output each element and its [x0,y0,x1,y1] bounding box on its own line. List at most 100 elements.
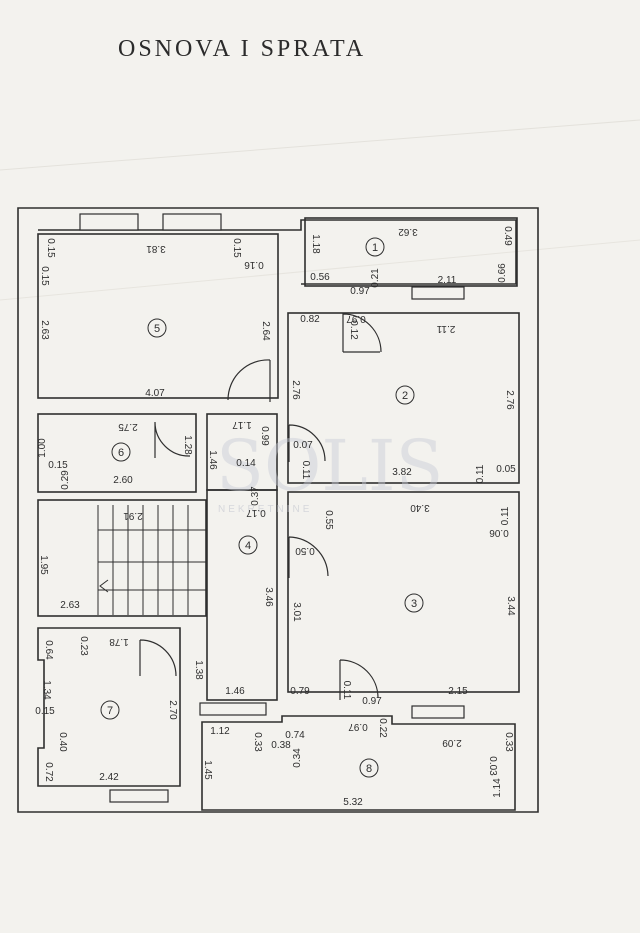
dimension-label: 0.15 [48,460,68,471]
dimension-label: 1.46 [225,686,245,697]
dimension-label: 3.82 [392,467,412,478]
dimension-label: 3.01 [291,602,302,622]
room-number-3: 3 [411,598,417,610]
dimension-label: 0.74 [285,730,305,741]
watermark-brand: SOLIS [216,425,443,507]
dimension-label: 2.09 [442,737,462,748]
dimension-label: 0.56 [310,272,330,283]
dimension-label: 1.17 [232,419,252,430]
window [411,705,465,719]
dimension-label: 0.29 [60,470,71,490]
room-number-2: 2 [402,390,408,402]
dimension-label: 0.06 [489,527,509,538]
dimension-label: 0.11 [500,506,511,525]
dimension-label: 5.32 [343,797,363,808]
paper-crease [0,239,640,301]
dimension-label: 0.50 [295,545,315,556]
dimension-label: 0.64 [43,640,54,660]
door-swing [339,659,379,700]
room-4-walls [206,489,278,701]
room-marker-7 [100,700,120,720]
stair-arrow [99,579,109,593]
dimension-label: 2.15 [448,686,468,697]
dimension-label: 2.76 [504,390,515,410]
room-number-5: 5 [154,323,160,335]
dimension-label: 1.12 [210,726,230,737]
dimension-label: 0.79 [290,686,310,697]
dimension-label: 2.76 [290,380,301,400]
dimension-label: 2.11 [436,323,455,334]
dimension-label: 0.34 [292,748,303,768]
dimension-label: 0.33 [252,732,263,752]
room-marker-4 [238,535,258,555]
dimension-label: 1.45 [202,760,213,780]
room-marker-6 [111,442,131,462]
dimension-label: 0.15 [39,266,50,286]
window [199,702,267,716]
dimension-label: 0.38 [271,740,291,751]
room-number-1: 1 [372,242,378,254]
dimension-label: 2.70 [167,700,178,720]
dimension-label: 2.91 [123,510,143,521]
room-2-walls [287,312,520,484]
dimension-label: 1.95 [38,555,49,575]
dimension-label: 1.28 [182,435,193,455]
watermark-sub: NEKRETNINE [218,504,312,515]
dimension-label: 0.82 [300,314,320,325]
dimension-label: 0.22 [377,718,388,738]
door-swing [154,421,191,458]
outer-wall-inner [38,219,517,285]
dimension-label: 0.99 [259,426,270,446]
dimension-label: 0.97 [350,286,370,297]
room-marker-8 [359,758,379,778]
dimension-label: 2.63 [39,320,50,340]
dimension-label: 0.97 [348,721,368,732]
door-swing [227,359,271,402]
room-8-walls [201,715,516,811]
dimension-label: 0.12 [348,320,359,340]
dimension-label: 1.34 [41,680,52,700]
dimension-label: 0.15 [231,238,242,258]
room-marker-1 [365,237,385,257]
dimension-label: 1.38 [193,660,204,680]
dimension-label: 3.81 [146,243,166,254]
dimension-label: 0.14 [236,458,256,469]
dimension-label: 0.15 [35,706,55,717]
window [109,789,169,803]
dimension-label: 4.07 [145,388,165,399]
door-swing [139,639,177,677]
paper-crease [0,119,640,171]
dimension-label: 0.07 [293,440,313,451]
room-3-walls [287,491,520,693]
dimension-label: 3.40 [410,502,430,513]
room-number-6: 6 [118,447,124,459]
dimension-label: 2.63 [60,600,80,611]
window [79,213,139,231]
window [411,286,465,300]
door-swing [288,424,326,462]
door-swing [288,536,329,578]
dimension-label: 0.03 [487,756,498,776]
dimension-label: 0.05 [496,464,516,475]
dimension-label: 0.72 [43,762,54,782]
plan-title: OSNOVA I SPRATA [118,36,367,62]
dimension-label: 0.16 [244,259,264,270]
dimension-label: 0.33 [503,732,514,752]
dimension-label: 0.15 [45,238,56,258]
window [162,213,222,231]
dimension-label: 2.42 [99,772,119,783]
room-6-walls [37,413,197,493]
dimension-label: 3.44 [505,596,516,616]
dimension-label: 0.21 [370,268,381,288]
dimension-label: 2.75 [118,421,138,432]
room-marker-3 [404,593,424,613]
dimension-label: 0.66 [497,263,508,283]
dimension-label: 0.11 [475,464,486,483]
outer-wall [17,207,539,813]
dimension-label: 2.11 [438,275,457,286]
room-7-walls [37,627,181,787]
dimension-label: 0.11 [341,681,352,700]
dimension-label: 0.55 [323,510,334,530]
